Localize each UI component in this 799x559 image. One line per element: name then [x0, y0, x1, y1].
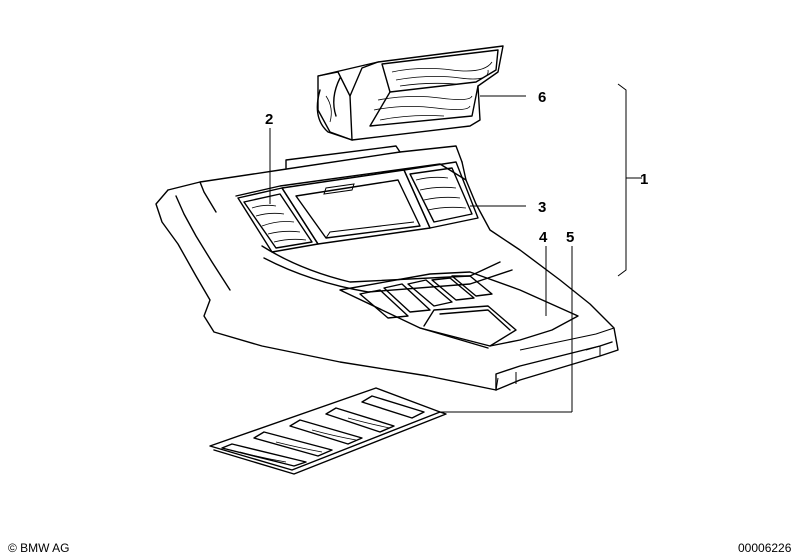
- callout-4: 4: [539, 229, 548, 246]
- part-5-rubber-mat[interactable]: [209, 387, 447, 475]
- diagram-number: 00006226: [738, 541, 792, 555]
- callout-6: 6: [538, 89, 546, 106]
- part-1-center-console[interactable]: [155, 145, 619, 391]
- callout-5: 5: [566, 229, 574, 246]
- part-2-wood-panel-left[interactable]: [237, 187, 319, 253]
- part-6-wood-cover[interactable]: [316, 45, 504, 141]
- callout-3: 3: [538, 199, 546, 216]
- part-3-wood-panel-right[interactable]: [403, 161, 479, 229]
- center-display-frame: [281, 169, 431, 245]
- callout-2: 2: [265, 111, 273, 128]
- callout-1: 1: [640, 171, 648, 188]
- copyright-label: © BMW AG: [8, 541, 70, 555]
- leader-lines: [269, 83, 642, 413]
